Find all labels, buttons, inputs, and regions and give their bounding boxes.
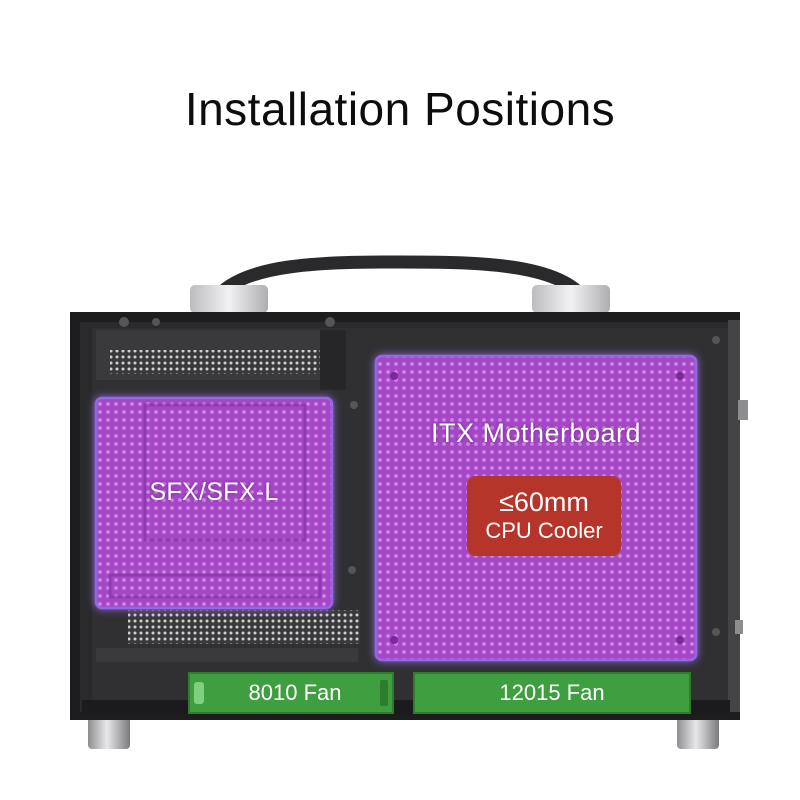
cpu-cooler-badge: ≤60mm CPU Cooler bbox=[467, 476, 621, 556]
fan-8010-label: 8010 Fan bbox=[248, 680, 342, 705]
fan-12015-label: 12015 Fan bbox=[499, 680, 605, 705]
psu-zone-label: SFX/SFX-L bbox=[149, 478, 279, 506]
carry-handle bbox=[190, 255, 610, 313]
psu-zone bbox=[94, 396, 334, 610]
case-foot-right bbox=[677, 713, 719, 749]
fan-zone-12015 bbox=[413, 672, 691, 714]
cpu-cooler-label: CPU Cooler bbox=[485, 518, 603, 543]
page-title: Installation Positions bbox=[184, 83, 616, 135]
fan-zone-8010 bbox=[188, 672, 394, 714]
cpu-cooler-height: ≤60mm bbox=[499, 487, 589, 517]
motherboard-zone-label: ITX Motherboard bbox=[430, 418, 642, 448]
case-foot-left bbox=[88, 713, 130, 749]
